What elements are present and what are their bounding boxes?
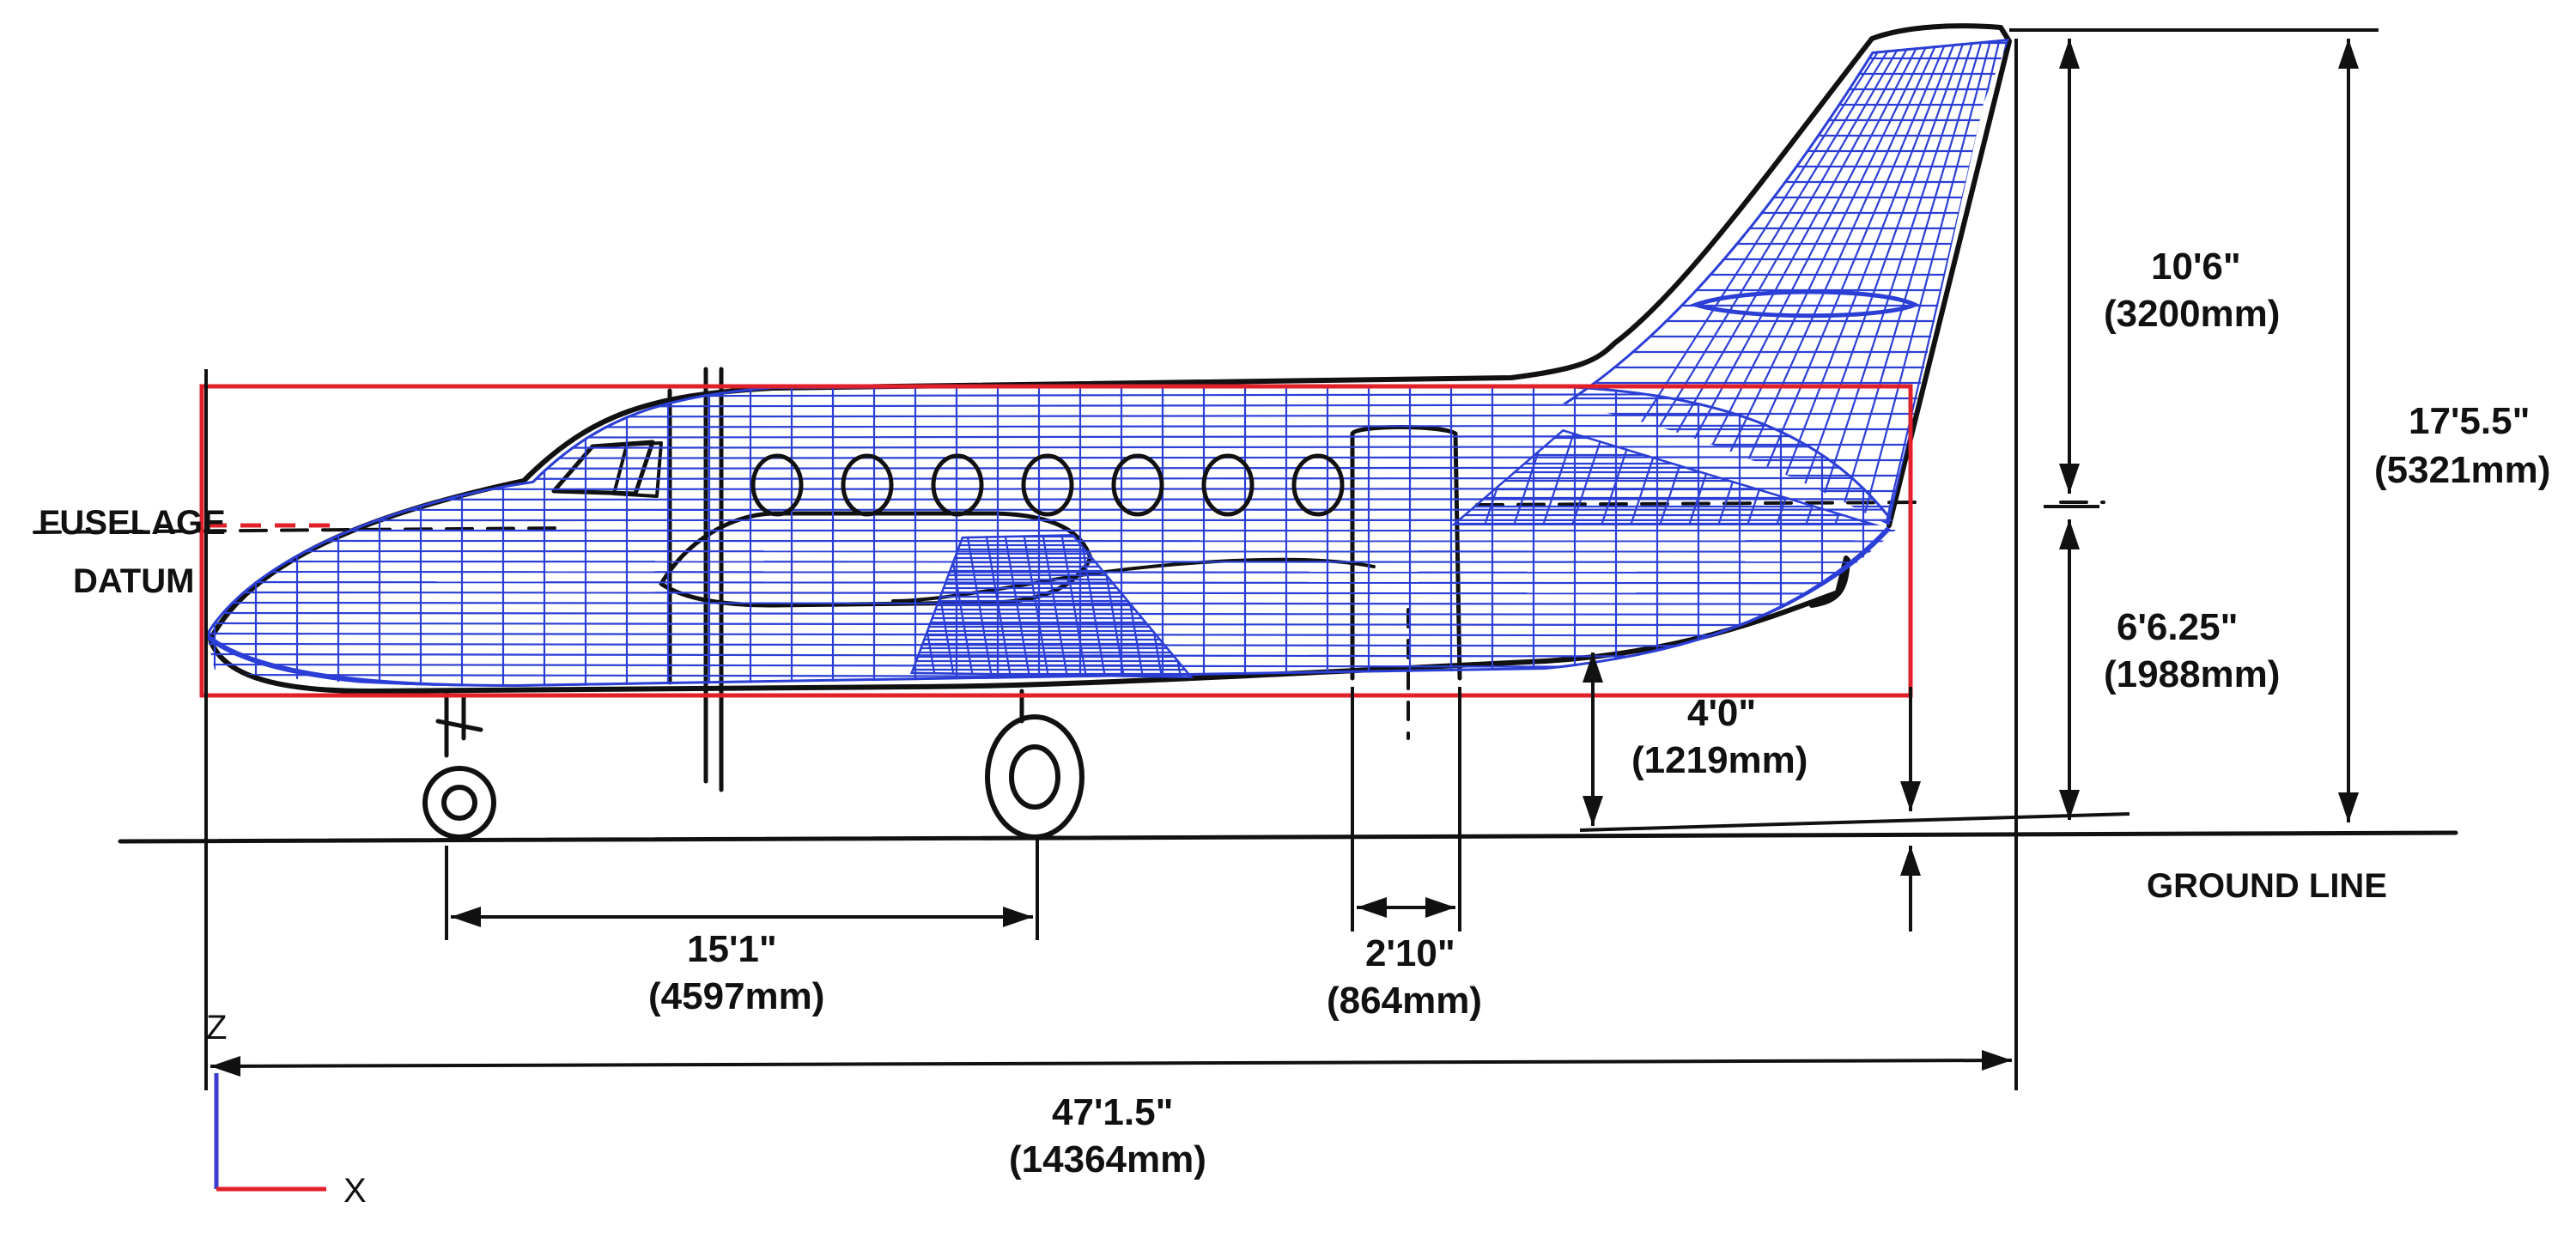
wire-line xyxy=(197,572,1906,573)
wire-line xyxy=(197,436,1906,438)
fin-height-ft: 10'6" xyxy=(2151,246,2241,288)
wire-line xyxy=(197,446,1906,448)
wire-line xyxy=(197,415,1906,417)
wire-line xyxy=(1542,425,1577,528)
wire-line xyxy=(1484,425,1518,528)
wire-line xyxy=(1860,34,1992,532)
axis-triad: Z X xyxy=(206,1009,367,1210)
wireframe-mesh xyxy=(197,34,2026,695)
wing-mesh xyxy=(902,532,1219,683)
datum-label: DATUM xyxy=(73,562,194,600)
door-width-ft: 2'10" xyxy=(1365,932,1455,974)
wire-line xyxy=(1764,34,1958,532)
main-wheel xyxy=(987,717,1082,837)
wire-line xyxy=(1630,425,1664,528)
wire-line xyxy=(1788,34,1966,532)
cabin-windows xyxy=(753,456,1342,514)
wire-line xyxy=(1175,532,1200,683)
wheelbase-mm: (4597mm) xyxy=(648,975,824,1017)
cabin-window xyxy=(1294,456,1342,514)
datum-height-ft: 6'6.25" xyxy=(2117,606,2238,648)
wire-line xyxy=(910,532,936,683)
wire-line xyxy=(1717,425,1752,528)
wire-line xyxy=(197,478,1906,479)
overall-length-ft: 47'1.5" xyxy=(1052,1091,1173,1133)
wire-line xyxy=(1747,425,1781,528)
nose-wheel xyxy=(425,768,494,837)
wire-line xyxy=(1884,34,2001,532)
wire-line xyxy=(197,426,1906,428)
overall-length-mm: (14364mm) xyxy=(1009,1138,1206,1180)
wire-line xyxy=(1601,425,1635,528)
tail-clearance-mm: (1219mm) xyxy=(1631,739,1807,781)
ground-line-label: GROUND LINE xyxy=(2147,867,2387,905)
axis-x-label: X xyxy=(343,1172,367,1210)
cabin-window xyxy=(753,456,801,514)
wheelbase-ft: 15'1" xyxy=(687,928,777,970)
wire-line xyxy=(197,499,1906,500)
fuselage-outline xyxy=(210,26,2001,640)
wire-line xyxy=(197,551,1906,552)
nose-gear-strut xyxy=(438,691,481,756)
total-height-ft: 17'5.5" xyxy=(2409,400,2530,442)
dimension-arrowheads xyxy=(210,39,2359,1077)
wire-line xyxy=(1194,532,1219,683)
fin-height-mm: (3200mm) xyxy=(2104,293,2280,335)
axis-z-label: Z xyxy=(206,1009,227,1047)
wire-line xyxy=(1455,425,1489,528)
wire-line xyxy=(1513,425,1547,528)
wire-line xyxy=(1740,34,1949,532)
cabin-window xyxy=(1024,456,1072,514)
datum-height-mm: (1988mm) xyxy=(2104,653,2280,695)
fuselage-label: FUSELAGE xyxy=(39,504,226,542)
wire-line xyxy=(1659,425,1693,528)
cabin-window xyxy=(843,456,891,514)
wire-line xyxy=(197,623,1906,625)
door-width-mm: (864mm) xyxy=(1327,980,1482,1022)
wire-line xyxy=(197,603,1906,604)
wire-line xyxy=(1571,425,1606,528)
tail-clearance-ft: 4'0" xyxy=(1687,692,1756,734)
wire-line xyxy=(197,404,1906,407)
total-height-mm: (5321mm) xyxy=(2374,449,2550,491)
